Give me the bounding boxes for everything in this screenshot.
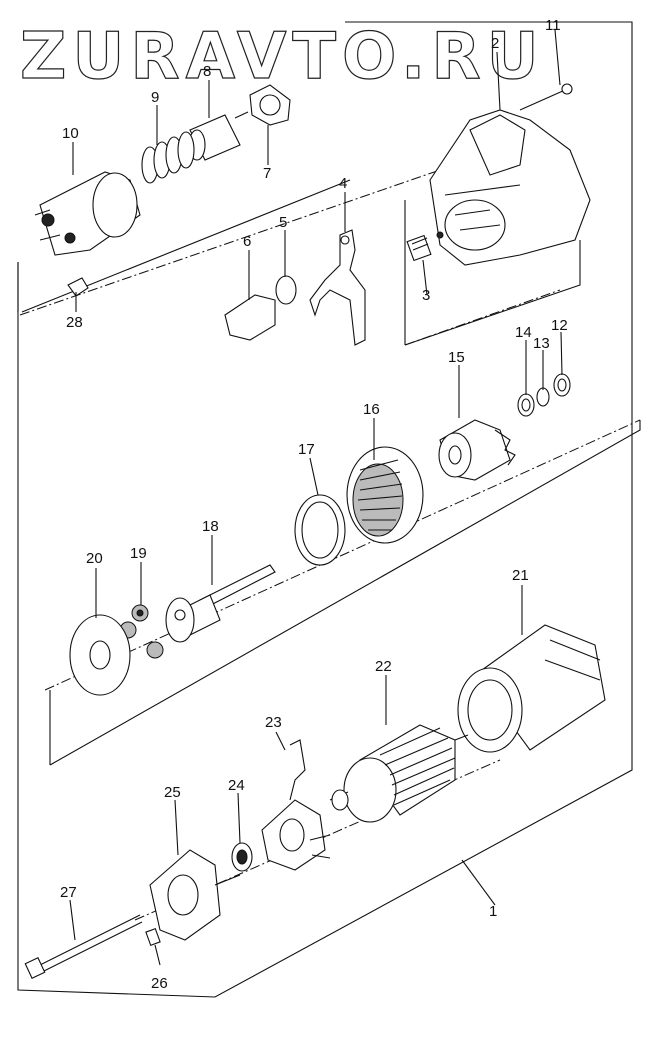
callout-14: 14 — [515, 324, 532, 341]
callout-15: 15 — [448, 349, 465, 366]
rear-bearing-part — [231, 842, 253, 872]
axis-line-drive — [404, 289, 561, 346]
solenoid-gasket-part — [249, 84, 291, 126]
through-screw-part — [519, 83, 573, 111]
axis-line-middle — [44, 419, 641, 691]
callout-21: 21 — [512, 567, 529, 584]
magnetic-switch-part — [34, 171, 141, 256]
callout-19: 19 — [130, 545, 147, 562]
cover-screw-part — [145, 928, 161, 946]
overrunning-clutch-part — [438, 419, 516, 481]
return-spring-part — [141, 131, 195, 184]
callout-6: 6 — [243, 233, 251, 250]
axis-line-upper — [19, 169, 441, 316]
lever-holder-part — [224, 294, 276, 341]
packing-ring-part — [294, 494, 346, 566]
plunger-part — [188, 111, 249, 161]
callout-7: 7 — [263, 165, 271, 182]
callout-3: 3 — [422, 287, 430, 304]
internal-gear-part — [346, 446, 424, 544]
brush-holder-part — [261, 739, 331, 871]
callout-23: 23 — [265, 714, 282, 731]
callout-1: 1 — [489, 903, 497, 920]
callout-16: 16 — [363, 401, 380, 418]
callout-27: 27 — [60, 884, 77, 901]
callout-25: 25 — [164, 784, 181, 801]
thrust-washer-part — [553, 373, 571, 397]
callout-8: 8 — [203, 63, 211, 80]
bushing-part — [406, 234, 432, 262]
drive-group-border — [404, 200, 581, 346]
callout-11: 11 — [545, 17, 561, 34]
callout-2: 2 — [491, 35, 499, 52]
callout-labels: 1 2 3 4 5 6 7 8 9 10 11 12 13 14 15 16 1… — [60, 17, 568, 992]
gear-shaft-cover-part — [69, 614, 131, 696]
planetary-gear-part — [119, 604, 164, 659]
drive-housing-part — [429, 109, 591, 266]
snap-ring-part — [536, 387, 550, 407]
callout-28: 28 — [66, 314, 83, 331]
callout-4: 4 — [339, 175, 347, 192]
terminal-cap-part — [67, 277, 89, 297]
watermark-text: ZURAVTO.RU — [20, 20, 545, 94]
assembly-border — [17, 21, 633, 998]
packing-plate-part — [275, 275, 297, 305]
callout-5: 5 — [279, 214, 287, 231]
callout-26: 26 — [151, 975, 168, 992]
callout-10: 10 — [62, 125, 79, 142]
callout-18: 18 — [202, 518, 219, 535]
rear-cover-part — [149, 849, 241, 941]
callout-22: 22 — [375, 658, 392, 675]
stop-ring-part — [517, 393, 535, 417]
callout-17: 17 — [298, 441, 315, 458]
callout-12: 12 — [551, 317, 568, 334]
callout-13: 13 — [533, 335, 550, 352]
pinion-shaft-part — [165, 564, 276, 643]
callout-20: 20 — [86, 550, 103, 567]
callout-9: 9 — [151, 89, 159, 106]
yoke-assembly-part — [457, 624, 606, 753]
shift-lever-part — [309, 229, 366, 346]
through-bolt-part — [24, 914, 143, 979]
leader-lines — [69, 29, 563, 966]
callout-24: 24 — [228, 777, 245, 794]
armature-part — [329, 724, 469, 823]
